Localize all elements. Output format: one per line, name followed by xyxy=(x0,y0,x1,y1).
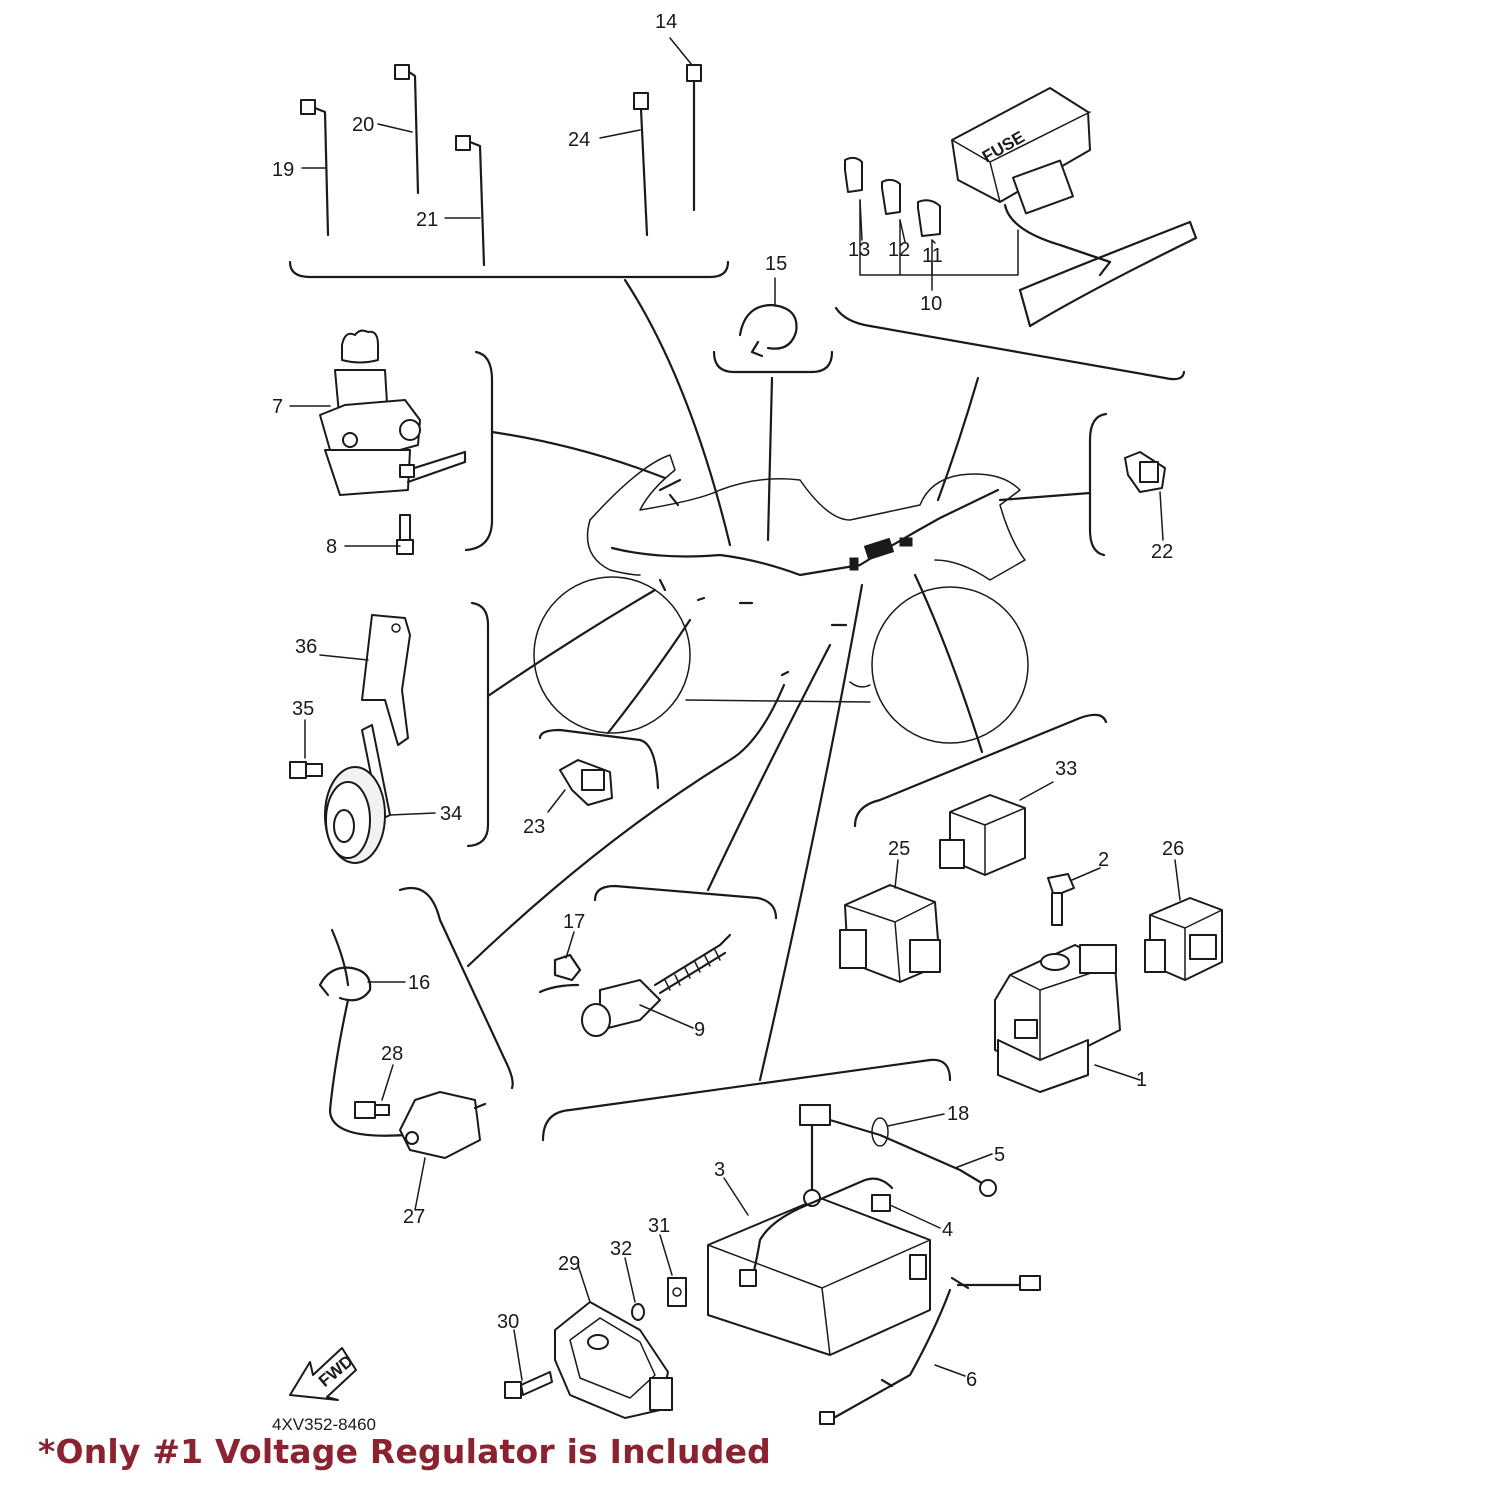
callout-14: 14 xyxy=(655,11,677,33)
callout-33: 33 xyxy=(1055,758,1077,780)
callout-29: 29 xyxy=(558,1253,580,1275)
part-11-12-13-fuses xyxy=(844,156,941,237)
part-10-fuse-box: FUSE xyxy=(951,87,1198,328)
part-15-clip xyxy=(738,303,798,358)
part-14-cable-tie xyxy=(686,64,702,212)
callout-25: 25 xyxy=(888,838,910,860)
part-24-cable-tie xyxy=(633,92,649,237)
part-23-clamp xyxy=(559,759,613,806)
part-7-main-switch xyxy=(319,329,467,496)
part-20-cable-tie xyxy=(394,64,420,195)
callout-9: 9 xyxy=(694,1019,705,1041)
part-26-relay xyxy=(1144,897,1223,981)
part-27-switch xyxy=(328,998,487,1159)
part-1-voltage-regulator xyxy=(994,944,1121,1093)
callout-27: 27 xyxy=(403,1206,425,1228)
part-28-bolt xyxy=(354,1101,390,1119)
callout-34: 34 xyxy=(440,803,462,825)
leader-lines xyxy=(466,278,1092,1082)
part-9-sensor xyxy=(581,933,732,1037)
part-6-cable xyxy=(819,1275,1041,1425)
part-29-rectifier xyxy=(554,1301,673,1419)
callout-22: 22 xyxy=(1151,541,1173,563)
callout-leaders xyxy=(289,37,1181,1381)
callout-19: 19 xyxy=(272,159,294,181)
part-35-bolt xyxy=(289,761,323,779)
callout-26: 26 xyxy=(1162,838,1184,860)
callout-35: 35 xyxy=(292,698,314,720)
group-brackets xyxy=(288,260,1186,1142)
part-36-horn-bracket xyxy=(361,614,411,746)
callout-7: 7 xyxy=(272,396,283,418)
callout-31: 31 xyxy=(648,1215,670,1237)
callout-1: 1 xyxy=(1136,1069,1147,1091)
callout-12: 12 xyxy=(888,239,910,261)
part-18-clamp xyxy=(871,1117,889,1147)
callout-30: 30 xyxy=(497,1311,519,1333)
callout-2: 2 xyxy=(1098,849,1109,871)
callout-6: 6 xyxy=(966,1369,977,1391)
part-22-plate xyxy=(1124,451,1166,493)
fuse-group-bracket xyxy=(859,199,1019,291)
part-34-horn xyxy=(324,724,391,864)
part-25-relay xyxy=(839,884,941,983)
part-5-cable xyxy=(799,1104,997,1197)
callout-17: 17 xyxy=(563,911,585,933)
part-8-bolt xyxy=(396,514,414,555)
fwd-arrow-icon: FWD xyxy=(289,1347,357,1401)
callout-28: 28 xyxy=(381,1043,403,1065)
callout-5: 5 xyxy=(994,1144,1005,1166)
callout-24: 24 xyxy=(568,129,590,151)
part-30-bolt xyxy=(504,1371,553,1399)
part-31-nut xyxy=(667,1277,687,1307)
callout-13: 13 xyxy=(848,239,870,261)
callout-3: 3 xyxy=(714,1159,725,1181)
part-4-battery-band xyxy=(739,1177,894,1287)
callout-8: 8 xyxy=(326,536,337,558)
part-3-battery xyxy=(707,1189,931,1356)
callout-labels: 1 2 3 4 5 6 7 8 9 10 11 12 13 14 15 16 1… xyxy=(272,11,1184,1391)
part-2-bolt xyxy=(1047,873,1075,926)
callout-20: 20 xyxy=(352,114,374,136)
diagram-code: 4XV352-8460 xyxy=(272,1415,376,1434)
part-19-cable-tie xyxy=(300,99,330,237)
callout-36: 36 xyxy=(295,636,317,658)
motorcycle-silhouette xyxy=(533,454,1029,744)
callout-4: 4 xyxy=(942,1219,953,1241)
callout-23: 23 xyxy=(523,816,545,838)
part-16-clip xyxy=(318,928,372,1002)
callout-21: 21 xyxy=(416,209,438,231)
part-17-clamp xyxy=(538,953,582,994)
included-parts-note: *Only #1 Voltage Regulator is Included xyxy=(38,1432,771,1471)
callout-18: 18 xyxy=(947,1103,969,1125)
callout-11: 11 xyxy=(922,245,943,267)
callout-32: 32 xyxy=(610,1238,632,1260)
callout-15: 15 xyxy=(765,253,787,275)
part-21-cable-tie xyxy=(455,135,486,267)
part-33-relay xyxy=(939,794,1026,876)
part-32-washer xyxy=(631,1303,645,1321)
callout-16: 16 xyxy=(408,972,430,994)
callout-10: 10 xyxy=(920,293,942,315)
